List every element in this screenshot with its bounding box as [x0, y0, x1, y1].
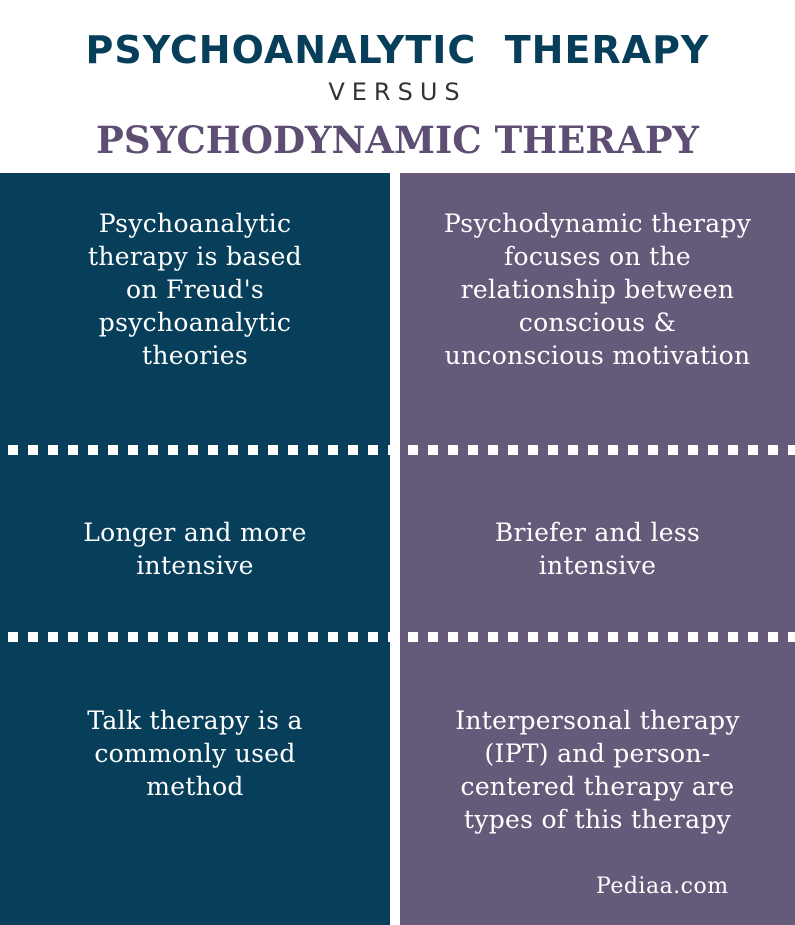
row-1-right-text: Psychodynamic therapy focuses on the rel… [443, 209, 752, 370]
title-psychodynamic: PSYCHODYNAMIC THERAPY [96, 118, 699, 162]
psychoanalytic-column [0, 173, 390, 925]
row-2-right-text: Briefer and less intensive [494, 518, 701, 580]
row-3-right-text: Interpersonal therapy (IPT) and person-c… [455, 706, 740, 834]
row-1-left-text: Psychoanalytic therapy is based on Freud… [88, 209, 302, 370]
row-3-left-text: Talk therapy is a commonly used method [87, 706, 303, 801]
row-1-left-cell: Psychoanalytic therapy is based on Freud… [0, 207, 390, 372]
title-psychoanalytic: PSYCHOANALYTIC THERAPY [85, 28, 710, 72]
row-3-right-cell: Interpersonal therapy (IPT) and person-c… [400, 704, 795, 836]
psychodynamic-column [400, 173, 795, 925]
row-2-right-cell: Briefer and less intensive [400, 516, 795, 582]
versus-label: VERSUS [328, 78, 467, 106]
row-divider-2 [0, 632, 795, 642]
row-2-left-cell: Longer and more intensive [0, 516, 390, 582]
row-1-right-cell: Psychodynamic therapy focuses on the rel… [400, 207, 795, 372]
row-divider-1 [0, 445, 795, 455]
pediaa-logo: Pediaa.com [596, 874, 729, 899]
row-3-left-cell: Talk therapy is a commonly used method [0, 704, 390, 803]
row-2-left-text: Longer and more intensive [83, 518, 307, 580]
